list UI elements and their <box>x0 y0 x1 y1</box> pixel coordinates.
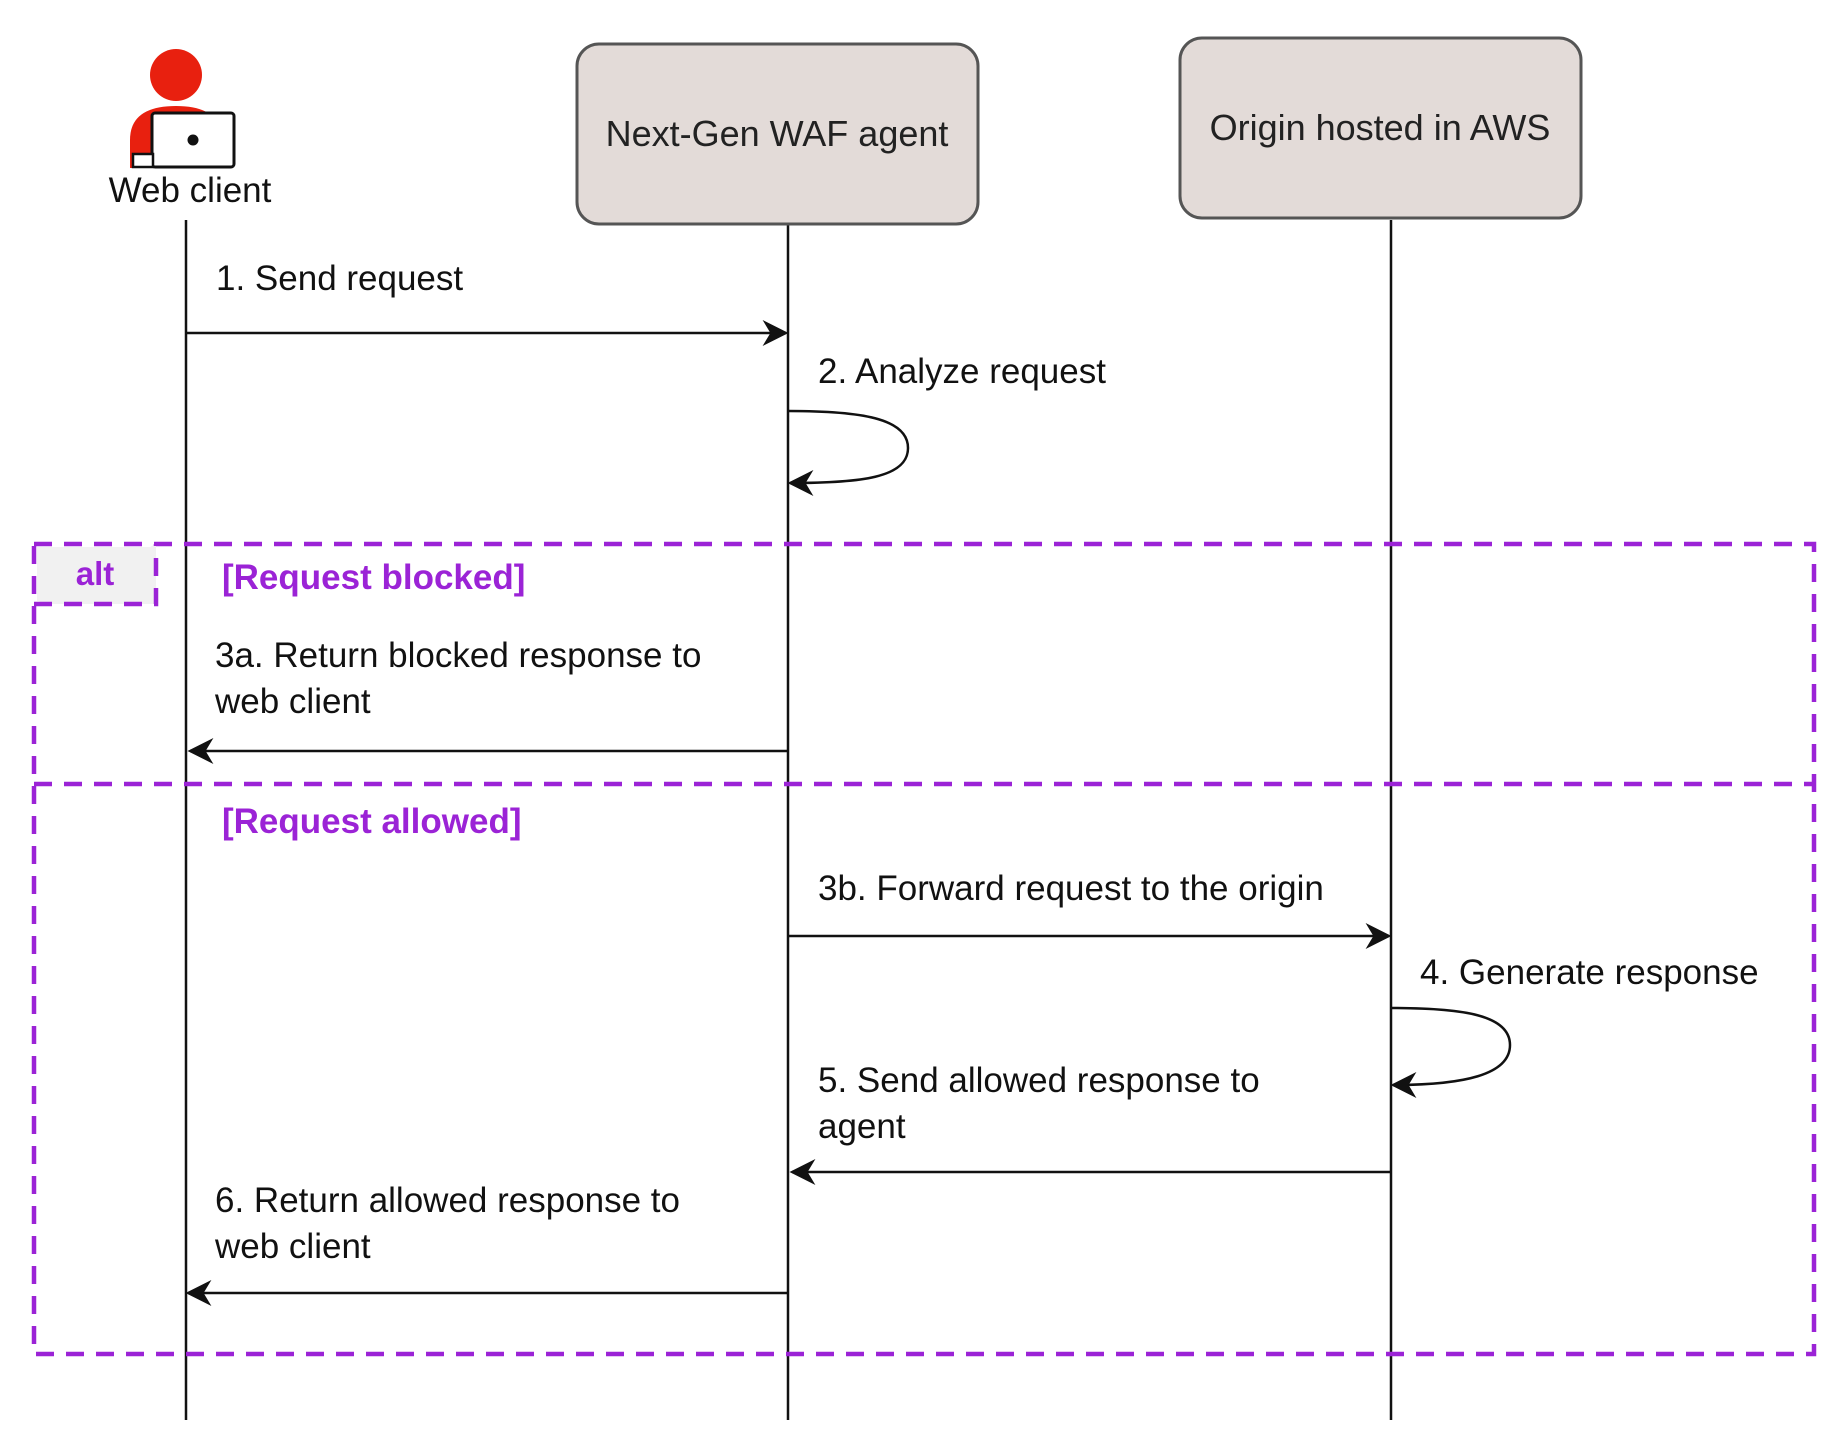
message-5-label-line2: agent <box>818 1107 906 1146</box>
participant-origin: Origin hosted in AWS <box>1178 36 1583 220</box>
message-3a-label-line1: 3a. Return blocked response to <box>215 636 701 675</box>
guard-request-blocked: [Request blocked] <box>222 558 525 597</box>
message-3b-label: 3b. Forward request to the origin <box>818 869 1324 908</box>
message-5-label-line1: 5. Send allowed response to <box>818 1061 1260 1100</box>
message-3a-label-line2: web client <box>214 682 371 721</box>
alt-operator-bg <box>37 547 153 601</box>
message-4-label: 4. Generate response <box>1420 953 1759 992</box>
message-6-label-line2: web client <box>214 1227 371 1266</box>
message-2-label: 2. Analyze request <box>818 352 1106 391</box>
origin-label: Origin hosted in AWS <box>1210 107 1551 148</box>
person-with-laptop-icon <box>130 49 236 169</box>
guard-request-allowed: [Request allowed] <box>222 802 521 841</box>
alt-operator-label: alt <box>76 555 115 592</box>
alt-fragment-frame <box>31 541 1817 1357</box>
message-1-label: 1. Send request <box>216 259 463 298</box>
message-6-label-line1: 6. Return allowed response to <box>215 1181 680 1220</box>
waf-agent-label: Next-Gen WAF agent <box>606 113 949 154</box>
message-4-self-arrow <box>1390 1006 1512 1098</box>
message-2-self-arrow <box>787 409 910 496</box>
participant-waf-agent: Next-Gen WAF agent <box>575 42 980 226</box>
web-client-label: Web client <box>109 171 272 210</box>
